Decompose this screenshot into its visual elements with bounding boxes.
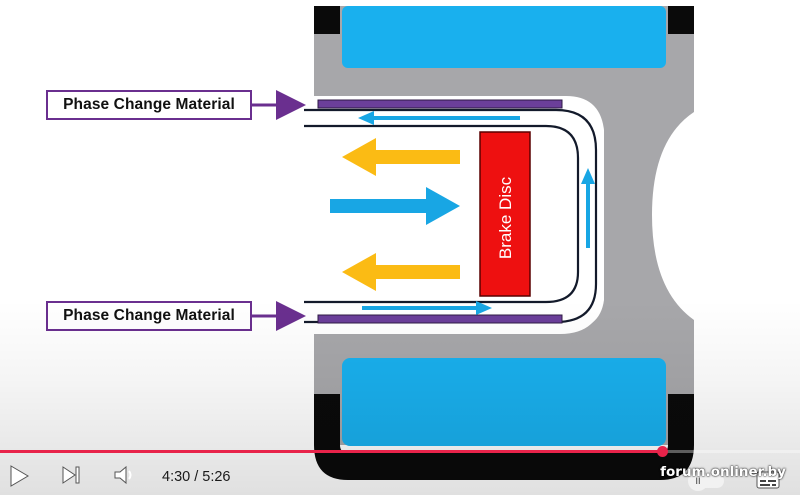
play-button[interactable]	[8, 464, 38, 494]
progress-fill	[0, 450, 663, 453]
pcm-bar-bottom	[317, 314, 563, 324]
progress-scrubber[interactable]	[657, 446, 669, 457]
pcm-bar-top	[317, 99, 563, 109]
pad-block-bottom	[342, 358, 666, 446]
duration: 5:26	[202, 469, 231, 485]
channel-outer-line	[304, 108, 598, 324]
rim-bottom	[314, 394, 694, 480]
next-track-icon	[62, 466, 80, 484]
volume-icon	[114, 465, 132, 485]
next-button[interactable]	[60, 464, 90, 494]
rim-left-top	[314, 6, 340, 34]
pad-block-top	[342, 6, 666, 68]
pcm-label-bottom: Phase Change Material	[46, 301, 252, 331]
heat-arrow-lower	[342, 253, 460, 291]
time-display: 4:30 / 5:26	[162, 469, 231, 489]
autoplay-toggle-icon: II	[688, 471, 708, 491]
flow-arrow-top	[358, 111, 520, 125]
pcm-label-top: Phase Change Material	[46, 90, 252, 120]
channel-inner-line	[304, 124, 580, 304]
watermark: forum.onliner.by	[660, 464, 786, 480]
cooling-channel	[300, 96, 604, 334]
time-separator: /	[194, 469, 199, 485]
rim-right-top	[668, 6, 694, 34]
progress-bar[interactable]	[0, 446, 800, 457]
current-time: 4:30	[162, 469, 191, 485]
flow-arrow-side	[581, 168, 595, 248]
brake-disc-label: Brake Disc	[496, 176, 515, 260]
subtitles-icon	[756, 471, 780, 489]
brake-disc	[479, 131, 531, 297]
air-arrow-middle	[330, 187, 460, 225]
subtitles-button[interactable]	[756, 470, 780, 490]
caliper-housing	[314, 6, 694, 445]
heat-arrow-upper	[342, 138, 460, 176]
autoplay-toggle[interactable]: II	[688, 471, 724, 491]
play-icon	[10, 465, 29, 487]
volume-button[interactable]	[112, 464, 142, 494]
flow-arrow-bottom	[362, 301, 492, 315]
